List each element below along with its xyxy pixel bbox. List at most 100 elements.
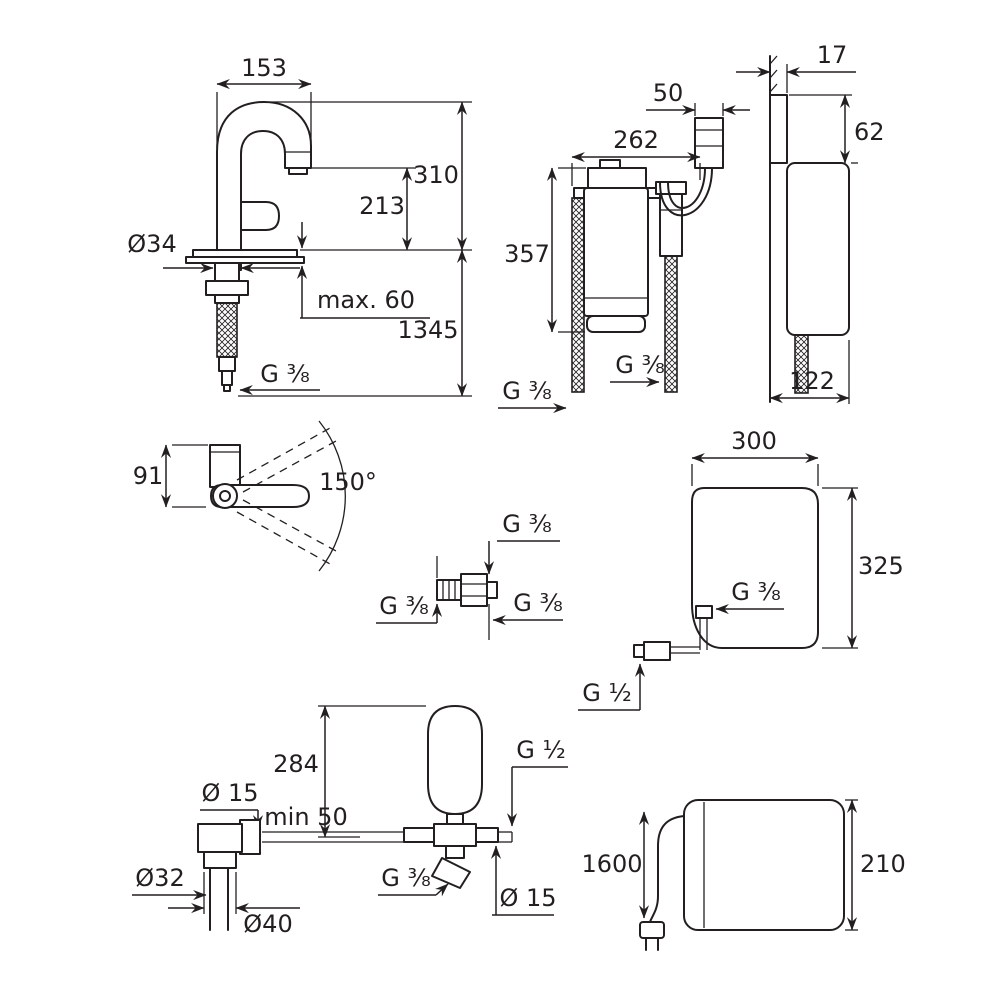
connection-hose — [667, 167, 706, 209]
dim-150deg: 150° — [319, 468, 377, 496]
label-outlet-diameter: Ø 15 — [490, 845, 557, 916]
dim-top-drop: 62 — [789, 94, 885, 164]
dim-1345: 1345 — [397, 316, 458, 344]
dim-vessel-height: 284 — [273, 705, 426, 838]
thread-g38-cooler: G ³⁄₈ — [731, 578, 780, 606]
filter-front-view: 50 262 357 G ³⁄₈ — [498, 79, 750, 414]
thread-g38-adapter-left: G ³⁄₈ — [379, 592, 428, 620]
handle-body — [209, 444, 241, 488]
dim-hose-length: 1345 — [238, 249, 472, 397]
lever-pivot — [212, 483, 238, 509]
dim-wall-offset: 17 — [736, 41, 856, 93]
thread-g38-adapter-top: G ³⁄₈ — [502, 510, 551, 538]
dim-min50: min 50 — [264, 803, 347, 831]
label-valve-thread: G ¹⁄₂ — [578, 663, 646, 711]
dim-d40: Ø40 — [243, 910, 292, 938]
label-adapter-right: G ³⁄₈ — [492, 589, 563, 626]
thread-g12-vessel: G ¹⁄₂ — [516, 736, 565, 764]
thread-g12-cooler: G ¹⁄₂ — [582, 679, 631, 707]
mounting-plate — [769, 94, 788, 164]
dim-284: 284 — [273, 750, 319, 778]
safety-valve-block — [433, 823, 477, 847]
label-filter-thread-left: G ³⁄₈ — [498, 377, 567, 414]
dim-357: 357 — [504, 240, 550, 268]
thread-g38-faucet: G ³⁄₈ — [260, 360, 309, 388]
dim-153: 153 — [241, 54, 287, 82]
filter-side-body — [786, 162, 850, 336]
dim-325: 325 — [858, 552, 904, 580]
dim-d15-right: Ø 15 — [499, 884, 556, 912]
dim-assembly-width: 262 — [571, 126, 701, 186]
elbow-body — [197, 823, 243, 853]
dim-50: 50 — [653, 79, 684, 107]
control-unit — [694, 117, 724, 169]
label-drain-diameter: Ø32 — [132, 864, 207, 901]
dim-max60: max. 60 — [317, 286, 415, 314]
thread-g38-safety: G ³⁄₈ — [381, 864, 430, 892]
dim-cord-length: 1600 — [581, 811, 650, 919]
escutcheon — [192, 249, 298, 258]
mounting-nut — [205, 280, 249, 296]
filter-head — [587, 167, 647, 189]
dim-trap-diameter: Ø40 — [168, 872, 300, 938]
cooler-side-view: 300 G ³⁄₈ 325 G ¹⁄₂ — [578, 427, 904, 711]
thread-g38-adapter-right: G ³⁄₈ — [513, 589, 562, 617]
dim-17: 17 — [817, 41, 848, 69]
elbow-nut-bottom — [203, 851, 237, 869]
hose-fitting — [218, 356, 236, 372]
dim-210: 210 — [860, 850, 906, 878]
dim-d15-left: Ø 15 — [201, 779, 258, 807]
filter-cup — [586, 315, 646, 333]
valve-fitting — [643, 641, 671, 661]
safety-group-view: 284 G ¹⁄₂ min 50 Ø 15 Ø32 — [132, 705, 568, 938]
filter-hose-left — [571, 197, 585, 393]
dim-cooler-height: 325 — [822, 487, 904, 649]
cooler-body-front — [683, 799, 845, 931]
dim-262: 262 — [613, 126, 659, 154]
dim-filter-height: 357 — [504, 167, 586, 333]
inlet-stub — [695, 605, 713, 619]
dim-d34: Ø34 — [127, 230, 176, 258]
label-adapter-left: G ³⁄₈ — [376, 592, 443, 624]
dim-cooler-front-height: 210 — [845, 799, 906, 931]
dim-300: 300 — [731, 427, 777, 455]
faucet-front-view: 153 310 213 Ø34 max. 60 1345 — [127, 54, 472, 397]
label-outlet-thread: G ³⁄₈ — [378, 864, 449, 897]
filter-cartridge — [583, 187, 649, 317]
dim-cooler-width: 300 — [691, 427, 819, 486]
dim-hole-diameter: Ø34 — [127, 230, 300, 274]
expansion-vessel — [427, 705, 483, 815]
dim-62: 62 — [854, 118, 885, 146]
swivel-arc — [318, 420, 346, 572]
power-plug — [639, 921, 665, 939]
dim-outlet-height: 213 — [311, 167, 416, 251]
dim-head-width: 50 — [646, 79, 750, 116]
dim-91: 91 — [133, 462, 164, 490]
handle-detail-view: 150° 91 — [133, 420, 377, 572]
label-cooler-thread: G ³⁄₈ — [715, 578, 784, 615]
dim-max-deck: max. 60 — [296, 222, 430, 319]
label-adapter-top: G ³⁄₈ — [483, 510, 560, 575]
dim-310: 310 — [413, 161, 459, 189]
dim-d32: Ø32 — [135, 864, 184, 892]
aerator — [288, 167, 308, 175]
dim-handle-height: 91 — [133, 444, 208, 508]
label-vessel-thread: G ¹⁄₂ — [506, 736, 568, 827]
dim-213: 213 — [359, 192, 405, 220]
adapter-hex — [460, 573, 488, 607]
dim-total-height: 310 — [270, 101, 472, 251]
wall-side-view: 17 62 122 — [736, 41, 885, 404]
adapter-nipple — [436, 579, 464, 601]
thread-g38-filter-right: G ³⁄₈ — [615, 351, 664, 379]
dim-1600: 1600 — [581, 850, 642, 878]
cooler-body-side — [691, 487, 819, 649]
braided-hose — [216, 302, 238, 358]
dim-122: 122 — [789, 367, 835, 395]
power-cord — [649, 815, 685, 923]
cooler-front-view: 1600 210 — [581, 799, 906, 951]
adapter-fitting-view: G ³⁄₈ G ³⁄₈ G ³⁄₈ — [376, 510, 563, 640]
label-faucet-thread: G ³⁄₈ — [239, 360, 320, 396]
faucet-handle — [240, 201, 280, 231]
